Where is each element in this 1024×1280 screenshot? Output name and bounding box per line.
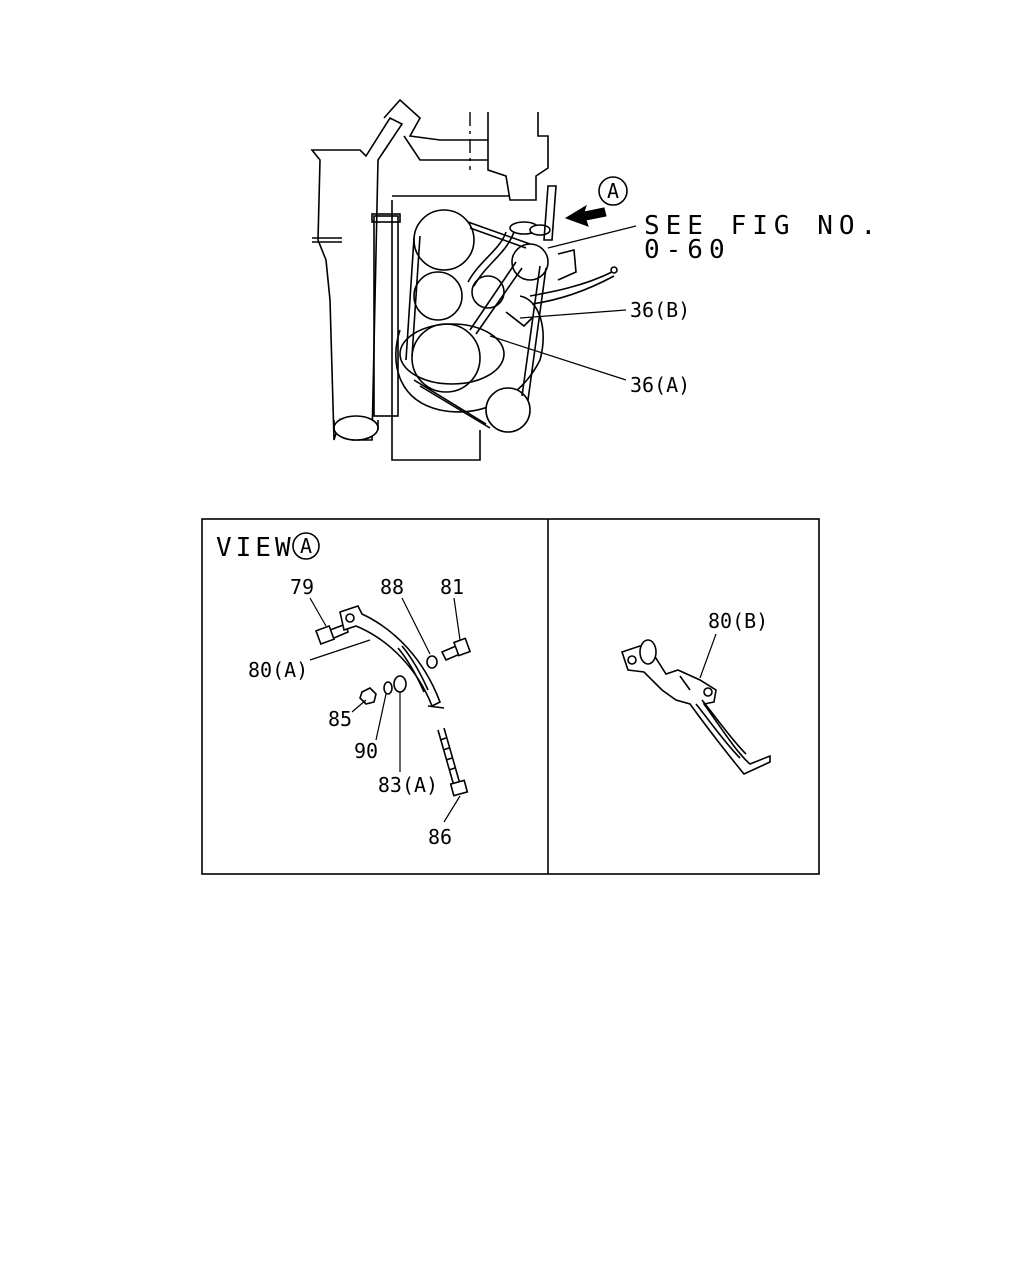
washer-90	[383, 681, 393, 695]
part-81: 81	[440, 575, 464, 599]
washer-88	[426, 655, 438, 669]
bolt-86	[437, 727, 469, 797]
bolt-81	[440, 637, 472, 662]
part-83a: 83(A)	[378, 773, 438, 797]
view-a-title: VIEW	[216, 533, 295, 563]
callout-36b: 36(B)	[630, 298, 690, 322]
see-fig-number: 0-60	[644, 235, 731, 265]
view-a-circle	[292, 532, 320, 560]
part-80a: 80(A)	[248, 658, 308, 682]
alt-bracket-panel: 80(B)	[620, 609, 771, 775]
part-88: 88	[380, 575, 404, 599]
washer-83a	[393, 675, 407, 693]
engine-front-view: A SEE FIG NO. 0-60 36(B) 36(A)	[310, 98, 882, 461]
bracket-80b	[620, 639, 771, 775]
bracket-80a	[339, 605, 445, 709]
nut-85	[359, 687, 377, 705]
views-frame	[201, 518, 820, 875]
part-85: 85	[328, 707, 352, 731]
reference-circle-letter: A	[607, 179, 619, 203]
arrow-icon	[564, 204, 607, 227]
part-86: 86	[428, 825, 452, 849]
part-80b: 80(B)	[708, 609, 768, 633]
part-79: 79	[290, 575, 314, 599]
reference-circle-a	[598, 176, 628, 206]
callout-36a: 36(A)	[630, 373, 690, 397]
view-a-panel: VIEW A 79 80(A) 88 81	[216, 532, 472, 849]
view-a-circle-letter: A	[300, 534, 312, 558]
see-fig-label: SEE FIG NO.	[644, 211, 882, 241]
part-90: 90	[354, 739, 378, 763]
